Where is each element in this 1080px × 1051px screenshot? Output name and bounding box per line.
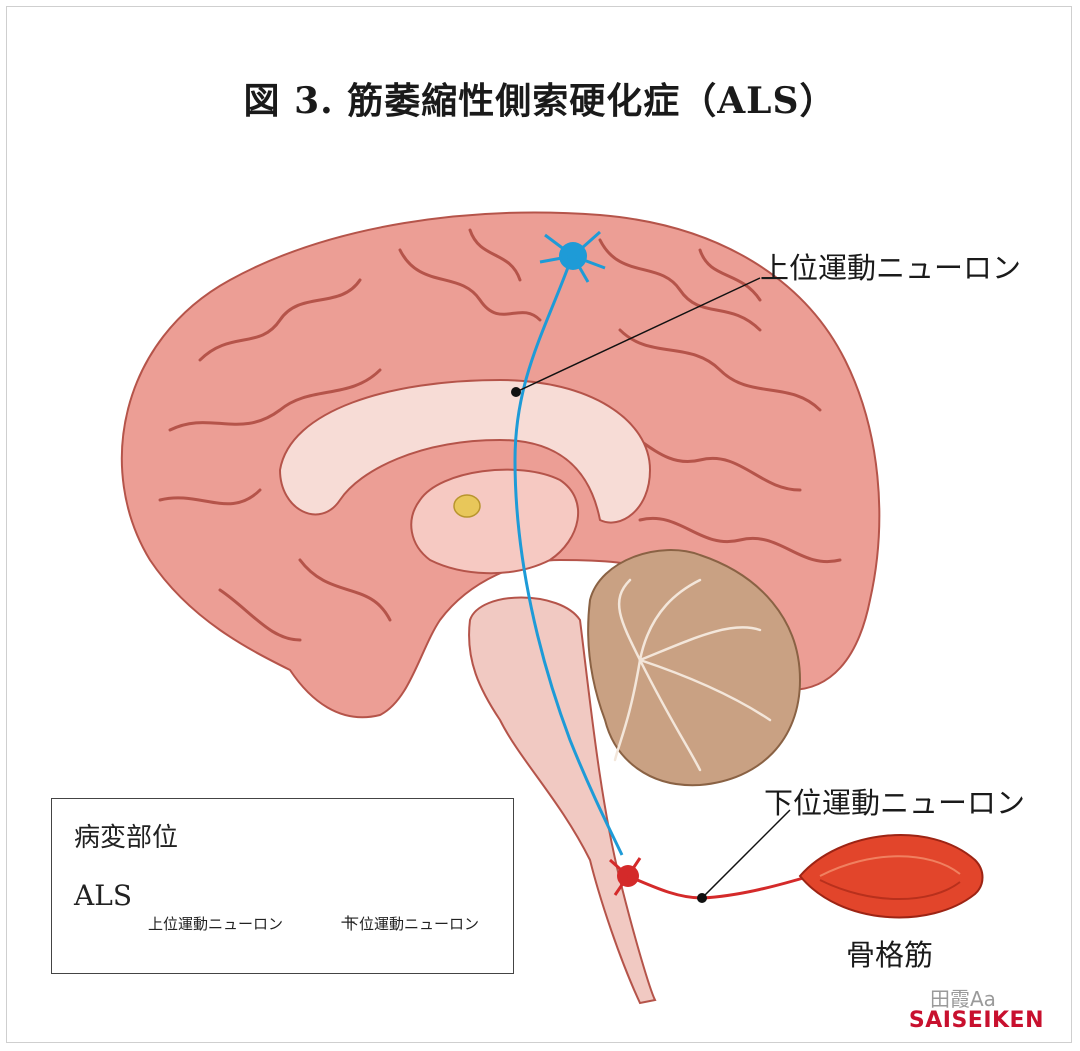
cerebellum-arbor: [613, 578, 772, 772]
legend-upper-caption: 上位運動ニューロン: [148, 915, 284, 933]
upper-motor-neuron-axon: [513, 261, 624, 856]
legend-plus: ＋: [339, 913, 357, 934]
corpus-callosum: [278, 378, 652, 524]
pineal-body: [453, 494, 481, 518]
upper-motor-neuron-label: 上位運動ニューロン: [760, 251, 1022, 285]
watermark: 田霞Aa: [930, 987, 996, 1011]
lower-motor-neuron-label: 下位運動ニューロン: [764, 786, 1026, 820]
legend-title: 病変部位: [74, 823, 179, 853]
cerebellum: [587, 549, 802, 787]
thalamus: [410, 468, 579, 575]
saiseiken-logo: SAISEIKEN: [908, 1008, 1044, 1033]
cerebrum: [120, 211, 881, 719]
legend-box: 病変部位 ALS 上位運動ニューロン ＋ 下位運動ニューロン: [51, 798, 514, 974]
skeletal-muscle: [798, 834, 984, 919]
figure-title: 図 3. 筋萎縮性側索硬化症（ALS）: [243, 80, 837, 122]
gyri-lines: [158, 228, 842, 642]
lower-motor-neuron-axon: [627, 874, 811, 900]
legend-lower-caption: 下位運動ニューロン: [344, 915, 480, 933]
lower-motor-neuron-dendrites: [609, 857, 642, 896]
upper-neuron-leader-line: [515, 277, 761, 393]
legend-disease-label: ALS: [74, 879, 132, 912]
lower-neuron-leader-line: [701, 809, 791, 899]
skeletal-muscle-label: 骨格筋: [846, 938, 934, 972]
brainstem: [468, 596, 657, 1005]
upper-motor-neuron-dendrites: [539, 230, 606, 283]
